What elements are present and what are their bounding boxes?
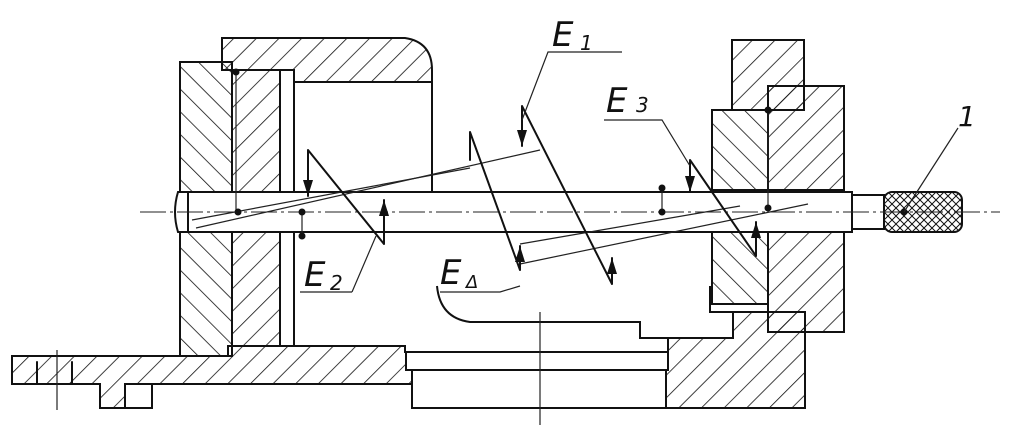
label-e3: E 3 — [606, 81, 649, 121]
base-cavity-outline — [436, 285, 734, 339]
svg-text:2: 2 — [330, 271, 343, 295]
arrows — [303, 130, 761, 274]
leader-lines — [300, 51, 959, 293]
svg-text:1: 1 — [580, 31, 593, 55]
svg-text:E: E — [440, 253, 462, 293]
label-part-1: 1 — [958, 100, 976, 133]
svg-text:Δ: Δ — [464, 272, 478, 293]
svg-text:E: E — [552, 15, 574, 55]
svg-text:E: E — [304, 255, 326, 295]
label-e2: E 2 — [304, 255, 343, 295]
svg-text:E: E — [606, 81, 628, 121]
svg-text:3: 3 — [636, 93, 649, 117]
base-body — [11, 311, 806, 410]
label-edelta: E Δ — [440, 253, 478, 293]
top-cap — [221, 37, 433, 83]
base-slot — [124, 383, 153, 409]
left-housing — [179, 61, 295, 357]
datum-dots — [232, 68, 908, 240]
slide-rail-top — [405, 351, 669, 371]
svg-text:1: 1 — [958, 100, 976, 133]
slide-rail-bottom — [411, 369, 667, 409]
right-housing — [711, 39, 845, 333]
label-e1: E 1 — [552, 15, 593, 55]
